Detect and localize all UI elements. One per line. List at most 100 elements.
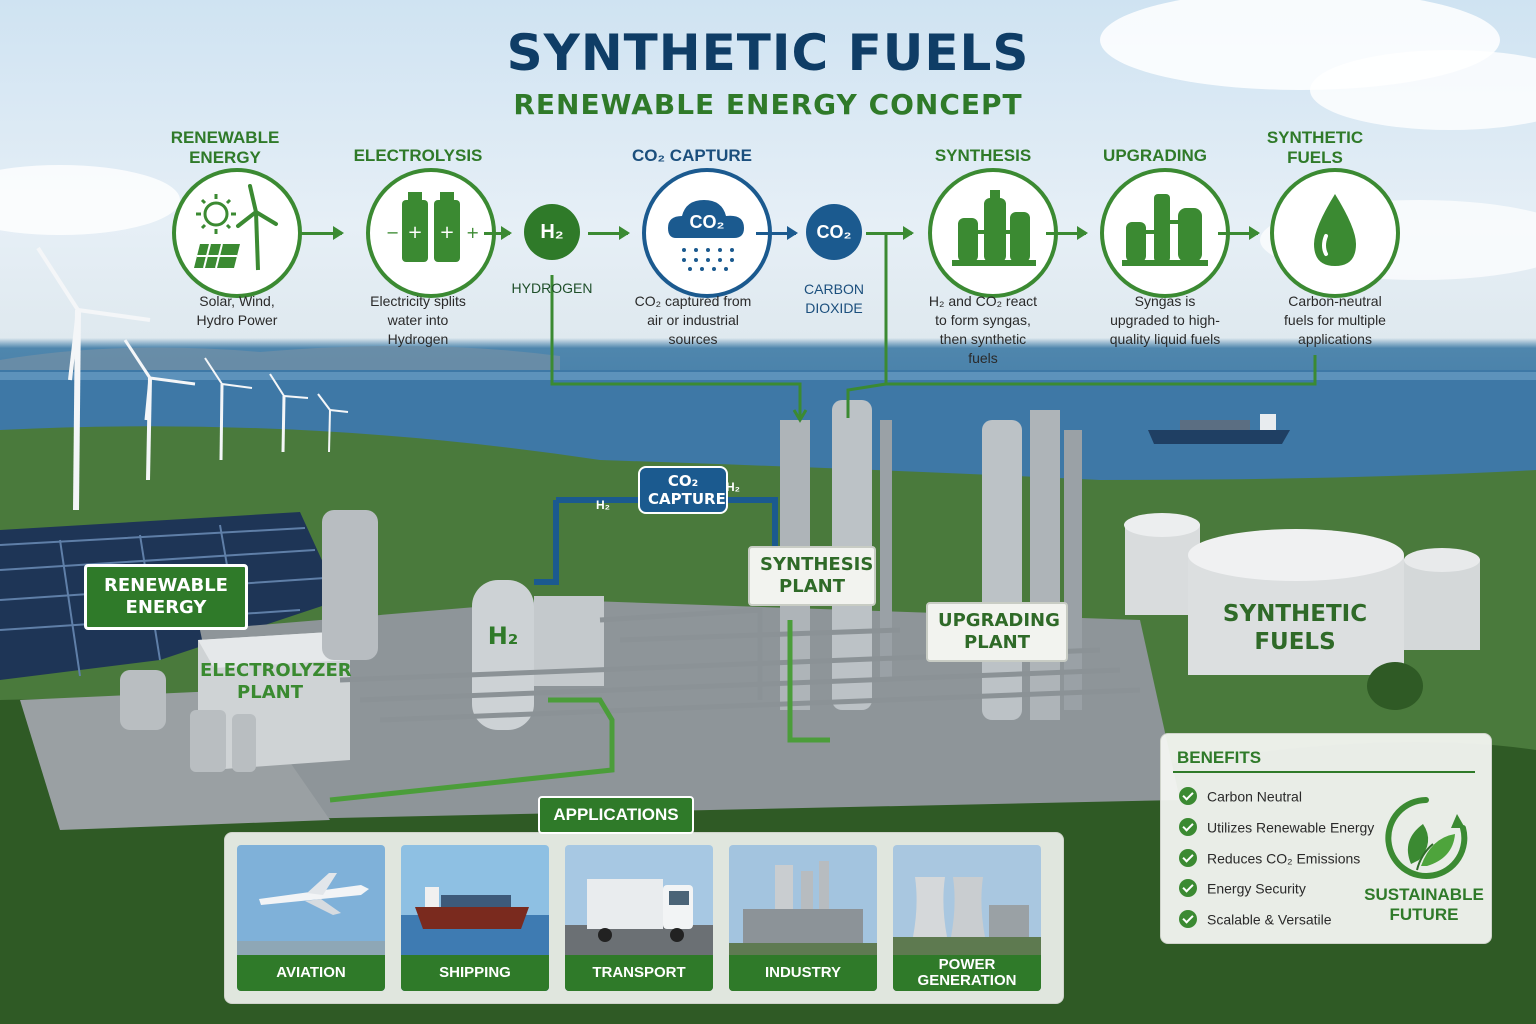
desc-line: fuels for multiple — [1284, 312, 1386, 328]
wind-turbines — [36, 246, 349, 511]
storage-tanks — [1124, 513, 1480, 675]
desc-line: upgraded to high- — [1110, 312, 1220, 328]
desc-line: fuels — [968, 350, 998, 366]
desc-line: Hydrogen — [387, 331, 449, 347]
electrolyzer-plant-label: ELECTROLYZER PLANT — [200, 660, 352, 704]
desc-line: Solar, Wind, — [199, 293, 275, 309]
page-title: SYNTHETIC FUELS — [506, 24, 1030, 82]
sign-line: CAPTURE — [648, 490, 726, 508]
synthesis-plant-sign: SYNTHESIS PLANT — [748, 546, 876, 606]
flow-arrow — [484, 226, 512, 240]
co2-capture-circle: CO₂ — [642, 168, 772, 298]
benefit-item: Utilizes Renewable Energy — [1179, 816, 1375, 837]
solar-wind-icon — [194, 184, 278, 271]
synthesis-circle — [928, 168, 1058, 298]
sustainable-leaf-icon — [1385, 797, 1468, 879]
check-icon — [1179, 787, 1197, 806]
benefit-text: Carbon Neutral — [1207, 788, 1302, 805]
desc-line: Syngas is — [1134, 293, 1196, 309]
step-upgrading-title: UPGRADING — [1103, 146, 1207, 165]
benefit-text: Scalable & Versatile — [1207, 911, 1332, 928]
label-line: DIOXIDE — [805, 300, 863, 316]
step-upgrading-desc: Syngas is upgraded to high- quality liqu… — [1080, 292, 1250, 349]
flow-arrow — [1046, 226, 1088, 240]
co2-capture-sign: CO₂ CAPTURE — [638, 466, 728, 514]
desc-line: water into — [387, 312, 449, 328]
benefits-panel: BENEFITS Carbon Neutral Utilizes Renewab… — [1160, 733, 1492, 944]
flow-arrow — [298, 226, 344, 240]
electrolyzer-building — [120, 632, 350, 772]
desc-line: applications — [1298, 331, 1372, 347]
desc-line: H₂ and CO₂ react — [928, 293, 1038, 309]
benefit-text: Utilizes Renewable Energy — [1207, 819, 1375, 836]
benefit-item: Energy Security — [1179, 877, 1306, 898]
label-line: SYNTHETIC — [1222, 601, 1368, 627]
benefit-text: Energy Security — [1207, 880, 1306, 897]
app-shipping: SHIPPING — [401, 845, 549, 991]
desc-line: Electricity splits — [370, 293, 466, 309]
hydrogen-node: H₂ — [524, 204, 580, 260]
applications-heading: APPLICATIONS — [538, 796, 694, 834]
desc-line: to form syngas, — [935, 312, 1031, 328]
upgrading-circle — [1100, 168, 1230, 298]
app-label-text: GENERATION — [917, 972, 1017, 989]
benefit-text: Reduces CO₂ Emissions — [1207, 850, 1361, 867]
step-renewable-desc: Solar, Wind, Hydro Power — [152, 292, 322, 330]
synthesis-reactor-icon — [952, 190, 1036, 266]
h2-pipe-label: H₂ — [596, 498, 610, 512]
cargo-ship-icon — [1148, 414, 1290, 444]
renewable-energy-circle — [172, 168, 302, 298]
sign-line: ENERGY — [125, 597, 207, 618]
step-co2-capture-title: CO₂ CAPTURE — [632, 146, 752, 165]
benefits-heading: BENEFITS — [1177, 748, 1262, 767]
check-icon — [1179, 910, 1197, 929]
app-label-text: TRANSPORT — [592, 964, 686, 981]
carbon-dioxide-node: CO₂ — [806, 204, 862, 260]
benefit-item: Carbon Neutral — [1179, 785, 1302, 806]
check-icon — [1179, 879, 1197, 898]
step-co2-capture-desc: CO₂ captured from air or industrial sour… — [608, 292, 778, 349]
sign-line: UPGRADING — [938, 610, 1060, 631]
step-synthesis-desc: H₂ and CO₂ react to form syngas, then sy… — [898, 292, 1068, 368]
synthetic-fuels-tank-label: SYNTHETIC FUELS — [1220, 600, 1370, 656]
app-label-text: POWER — [938, 956, 996, 973]
benefit-item: Reduces CO₂ Emissions — [1179, 847, 1361, 868]
svg-text:+: + — [439, 222, 454, 243]
step-title-line: RENEWABLE — [170, 128, 280, 147]
benefit-item: Scalable & Versatile — [1179, 908, 1332, 929]
label-line: PLANT — [237, 682, 303, 703]
svg-text:+: + — [466, 223, 479, 242]
h2-pipe-label: H₂ — [726, 480, 740, 494]
electrolysis-cells-icon: + + − + — [386, 192, 479, 262]
synthetic-fuels-circle — [1270, 168, 1400, 298]
carbon-dioxide-label: CARBON DIOXIDE — [774, 280, 894, 318]
app-label: INDUSTRY — [729, 955, 877, 991]
step-electrolysis-title: ELECTROLYSIS — [353, 146, 483, 165]
app-transport: TRANSPORT — [565, 845, 713, 991]
sign-line: PLANT — [964, 632, 1030, 653]
app-label: TRANSPORT — [565, 955, 713, 991]
badge-line: FUTURE — [1389, 905, 1459, 924]
svg-text:+: + — [407, 222, 422, 243]
desc-line: sources — [668, 331, 718, 347]
step-synthesis-title: SYNTHESIS — [934, 146, 1032, 165]
desc-line: Carbon-neutral — [1288, 293, 1382, 309]
label-line: CARBON — [804, 281, 864, 297]
app-label: AVIATION — [237, 955, 385, 991]
app-aviation: AVIATION — [237, 845, 385, 991]
sign-line: SYNTHESIS — [760, 554, 874, 575]
step-electrolysis-desc: Electricity splits water into Hydrogen — [333, 292, 503, 349]
app-label: POWER GENERATION — [893, 955, 1041, 991]
desc-line: then synthetic — [939, 331, 1027, 347]
desc-line: CO₂ captured from — [634, 293, 752, 309]
label-line: FUELS — [1254, 629, 1336, 655]
app-label-text: INDUSTRY — [764, 964, 842, 981]
co2-cloud-icon — [668, 200, 744, 271]
step-synthetic-fuels-desc: Carbon-neutral fuels for multiple applic… — [1250, 292, 1420, 349]
app-industry: INDUSTRY — [729, 845, 877, 991]
app-power-generation: POWER GENERATION — [893, 845, 1041, 991]
flow-arrow — [756, 226, 798, 240]
sustainable-future-badge: SUSTAINABLE FUTURE — [1364, 885, 1484, 925]
desc-line: air or industrial — [647, 312, 739, 328]
sign-line: CO₂ — [667, 472, 699, 490]
